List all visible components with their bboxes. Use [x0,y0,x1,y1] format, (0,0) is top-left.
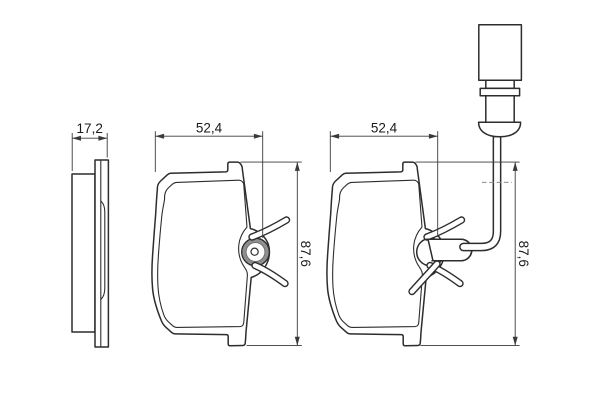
spring-clip [408,216,466,296]
arrow-right [253,133,263,139]
dimension-pad1-height: 87,6 [240,161,313,347]
side-friction-block [71,173,96,333]
arrow-left [330,133,340,139]
side-shim-line [100,200,106,301]
dimension-pad2-width: 52,4 [329,121,439,237]
arrow-down [294,336,300,346]
connector-plug-body [478,24,523,81]
spring-clip [248,216,291,288]
dimension-label-side-thickness: 17,2 [77,121,103,136]
connector-collar [479,87,521,97]
dimension-side-thickness: 17,2 [71,121,108,171]
dimension-pad2-height: 87,6 [415,161,531,347]
front-view-pad [151,161,291,347]
connector-lower-body [485,95,515,123]
arrow-left [155,133,165,139]
arrow-up [512,162,518,171]
dimension-label-pad2-height: 87,6 [516,241,531,267]
dimension-label-pad2-width: 52,4 [371,121,398,136]
arrow-down [512,336,518,346]
arrow-right [428,133,438,139]
arrow-left [72,135,81,141]
dimension-pad1-width: 52,4 [154,121,264,238]
connector-grommet [477,121,522,138]
wear-sensor-connector [477,24,523,138]
arrow-up [294,162,300,171]
arrow-right [98,135,108,141]
front-view-pad-with-sensor [326,24,523,347]
side-view [71,159,110,348]
side-backplate [94,159,110,348]
dimension-label-pad1-width: 52,4 [196,121,223,136]
connector-neck [485,79,515,90]
boss-center-hole [250,247,259,256]
sensor-wire [459,133,502,252]
dimension-label-pad1-height: 87,6 [298,241,313,267]
